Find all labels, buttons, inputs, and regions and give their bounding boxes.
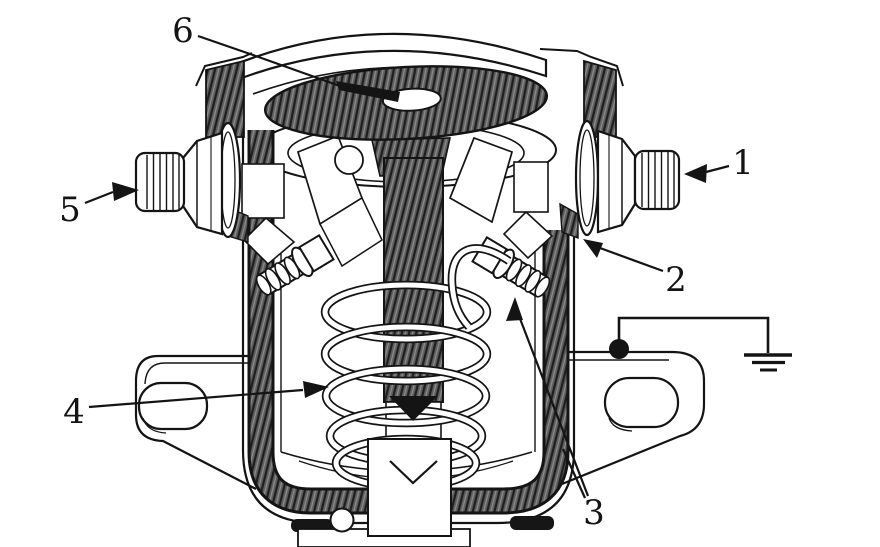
- terminal-stud-right: [574, 119, 681, 237]
- plunger-foot-notch: [389, 460, 438, 485]
- cap-step-left: [195, 52, 253, 87]
- left-inner-diamond: [242, 216, 296, 266]
- callout-3-arrow: [506, 297, 523, 321]
- callout-6-label: 6: [172, 11, 194, 51]
- mounting-bracket: [134, 350, 706, 490]
- right-inner-diamond: [502, 210, 554, 260]
- drain-ball: [329, 507, 355, 533]
- callout-2-label: 2: [665, 260, 687, 300]
- left-terminal-nut: [181, 131, 224, 236]
- right-terminal-washer: [574, 119, 600, 237]
- callout-2-leader: [599, 246, 664, 273]
- bracket-left-wing-inner-edge: [144, 362, 256, 385]
- ground-circuit: [609, 316, 792, 372]
- right-seal-wedge: [559, 202, 579, 240]
- callout-4-arrow: [303, 381, 329, 398]
- callout-5: 5: [59, 182, 139, 230]
- callout-2: 2: [583, 239, 687, 300]
- bracket-left-hole-thickness: [142, 417, 167, 434]
- bracket-right-hole: [603, 376, 680, 429]
- shadow-foot-right: [510, 516, 554, 530]
- callout-3-label: 3: [583, 493, 605, 533]
- right-inner-block: [513, 161, 549, 213]
- cap-flange-left: [205, 59, 245, 138]
- callout-4: 4: [63, 381, 329, 432]
- callout-3-leader-a: [517, 315, 590, 497]
- plunger-core: [383, 157, 444, 403]
- callouts: 6 1 5 2 4 3: [59, 11, 754, 533]
- bracket-right-hole-thickness: [608, 417, 633, 432]
- terminal-stud-left: [134, 121, 242, 239]
- callout-1-leader: [705, 164, 730, 174]
- left-claw-arm-lower: [319, 196, 383, 268]
- callout-6-leader: [197, 34, 341, 88]
- pivot-ball: [334, 145, 364, 175]
- callout-1-arrow: [684, 164, 707, 183]
- earth-ground-icon: [744, 353, 792, 372]
- callout-3: 3: [506, 297, 605, 533]
- callout-1-label: 1: [732, 143, 754, 183]
- plunger-tip-arrow: [389, 396, 438, 421]
- base-assembly: [291, 438, 554, 547]
- callout-6: 6: [172, 11, 400, 102]
- coil-lead-tube: [447, 244, 512, 330]
- coil-terminal-left: [255, 233, 335, 296]
- bracket-left-wing: [134, 354, 257, 490]
- callout-2-arrow: [583, 239, 603, 258]
- ground-junction-dot: [609, 339, 629, 359]
- right-terminal-nut: [596, 129, 637, 234]
- callout-1: 1: [684, 143, 754, 183]
- left-inner-block: [241, 163, 285, 219]
- callout-5-leader: [84, 190, 114, 205]
- inner-linkage: [223, 134, 579, 268]
- callout-5-label: 5: [59, 190, 81, 230]
- cap-step-right: [539, 48, 624, 87]
- right-claw-arm: [448, 136, 514, 224]
- callout-3-leader-b: [561, 448, 587, 499]
- plunger-foot: [367, 438, 452, 537]
- cap-dome: [224, 32, 548, 86]
- bracket-left-hole: [137, 381, 209, 431]
- callout-4-leader: [88, 388, 304, 409]
- bracket-right-wing: [560, 350, 706, 486]
- ground-wire: [617, 316, 770, 353]
- callout-6-wedge: [336, 81, 400, 102]
- callout-4-label: 4: [63, 392, 85, 432]
- callout-5-arrow: [112, 182, 139, 201]
